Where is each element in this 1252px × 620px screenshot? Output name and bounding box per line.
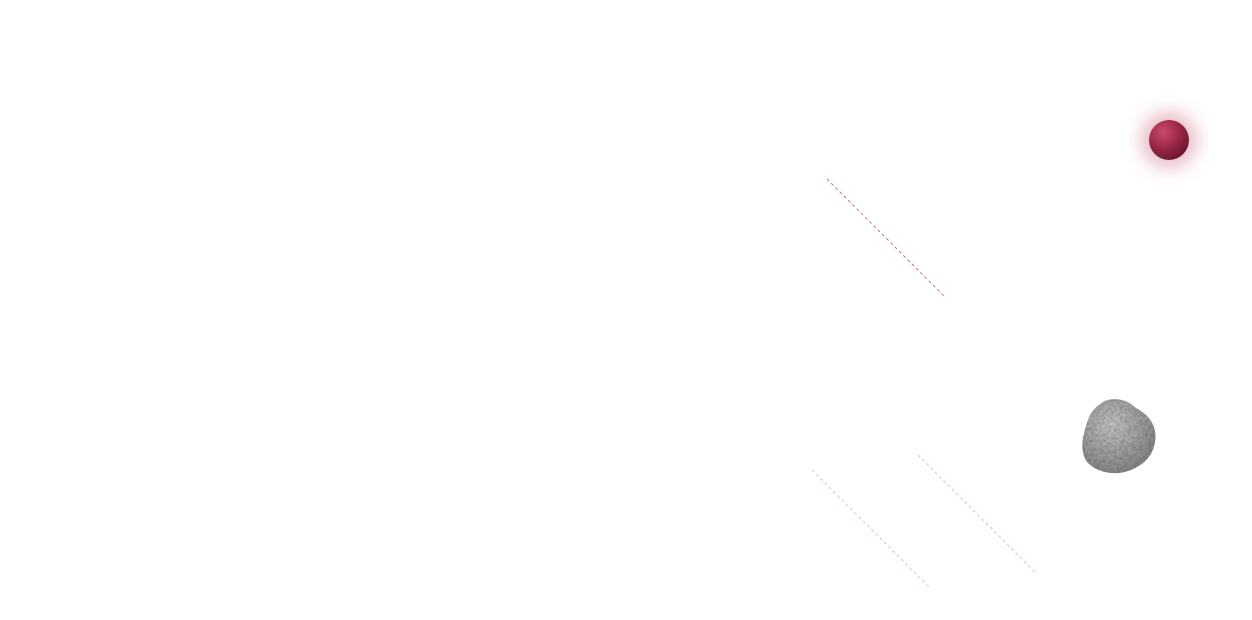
asteroid-icon — [1082, 399, 1156, 474]
trail-line-lower-left — [811, 469, 931, 589]
trail-line-lower-right — [917, 454, 1037, 574]
red-sphere-icon — [1149, 120, 1189, 160]
trail-line-upper — [826, 178, 945, 297]
